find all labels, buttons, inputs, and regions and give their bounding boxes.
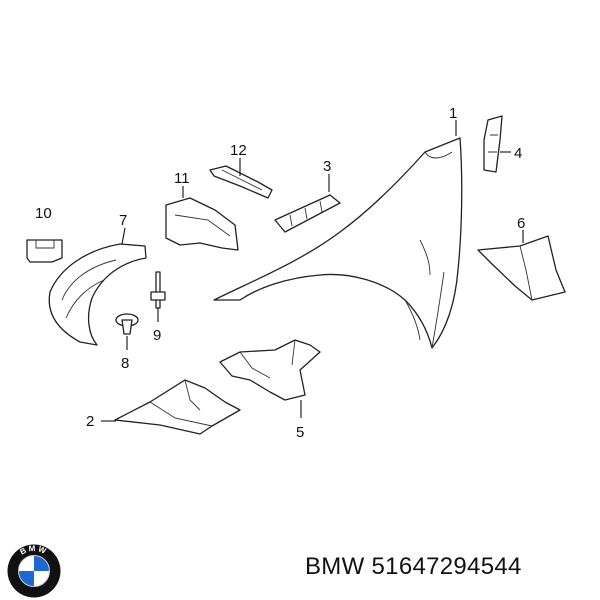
callout-2: 2: [86, 413, 94, 430]
callout-10: 10: [35, 205, 52, 222]
leader-7: [121, 227, 126, 245]
part-6-inner-panel: [477, 235, 566, 301]
callout-7: 7: [119, 212, 127, 229]
callout-8: 8: [121, 355, 129, 372]
callout-1: 1: [449, 105, 457, 122]
callout-4: 4: [514, 145, 522, 162]
part-8-push-clip: [115, 313, 139, 335]
callout-6: 6: [517, 215, 525, 232]
callout-5: 5: [296, 424, 304, 441]
bmw-logo: BMW: [7, 544, 61, 598]
part-2-lower-bracket: [114, 379, 241, 435]
callout-9: 9: [153, 327, 161, 344]
part-4-pillar-trim: [483, 115, 503, 173]
callout-12: 12: [230, 142, 247, 159]
callout-11: 11: [174, 170, 190, 187]
part-number-caption: BMW 51647294544: [305, 553, 522, 580]
part-11-splash-shield: [165, 197, 239, 251]
svg-text:BMW: BMW: [19, 544, 50, 557]
part-3-support-rail: [274, 194, 341, 233]
part-9-bolt: [150, 271, 166, 309]
part-7-wheel-arch-liner: [48, 243, 147, 346]
callout-3: 3: [323, 158, 331, 175]
part-1-fender: [213, 137, 463, 349]
part-10-damper-block: [26, 239, 63, 263]
bmw-logo-letters: BMW: [19, 544, 48, 557]
part-12-seal-strip: [209, 165, 273, 199]
part-5-mounting-bracket: [219, 339, 321, 401]
